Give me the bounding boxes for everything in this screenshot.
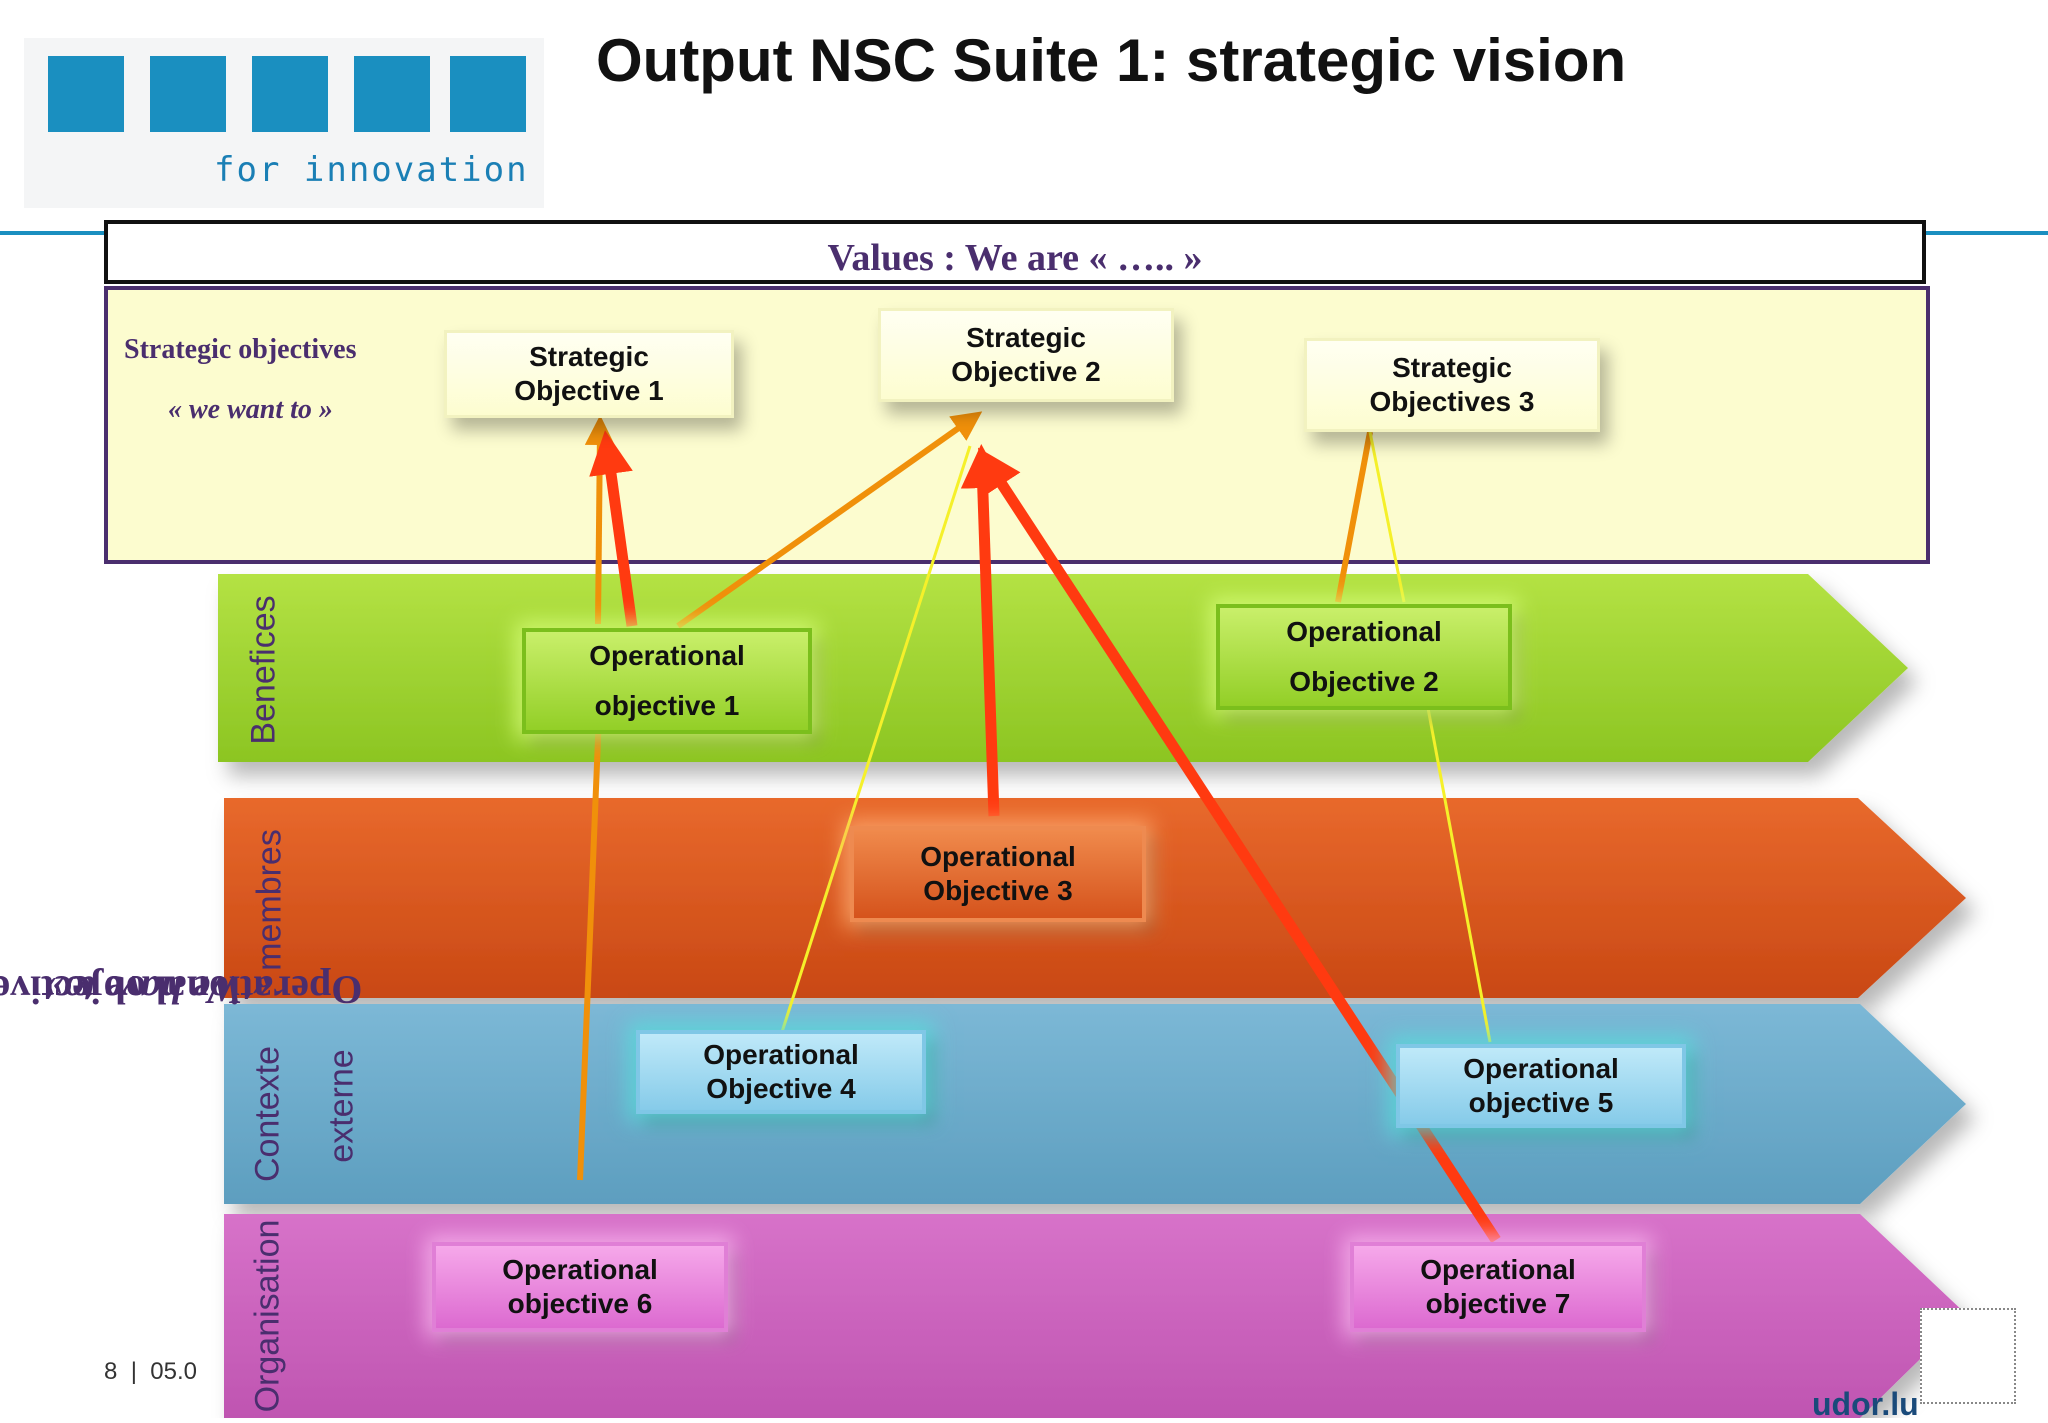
link-oo5-oo2 bbox=[1426, 707, 1492, 1043]
link-oo4-so2 bbox=[780, 445, 972, 1033]
link-oo1-so1-main bbox=[589, 430, 638, 627]
page-number: 8 | 05.0 bbox=[104, 1358, 197, 1385]
logo-tagline: for innovation bbox=[214, 150, 529, 190]
footer-url: udor.lu bbox=[1812, 1386, 1919, 1422]
strategic-objective-1: Strategic Objective 1 bbox=[444, 330, 734, 418]
strategic-sublabel: « we want to » bbox=[168, 394, 333, 425]
logo-square bbox=[252, 56, 328, 132]
divider bbox=[0, 231, 104, 235]
link-oo3-so2 bbox=[960, 444, 1005, 817]
logo-square bbox=[450, 56, 526, 132]
values-box: Values : We are « ….. » bbox=[104, 220, 1926, 284]
divider bbox=[1926, 231, 2048, 235]
link-oo2-so3 bbox=[1368, 431, 1406, 603]
operational-objective-2: Operational Objective 2 bbox=[1216, 604, 1512, 710]
lane-benefices bbox=[218, 574, 1908, 762]
logo: for innovation bbox=[24, 38, 544, 208]
logo-square bbox=[48, 56, 124, 132]
logo-square bbox=[354, 56, 430, 132]
link-oo2-so3 bbox=[1335, 431, 1373, 603]
strategic-objective-2: Strategic Objective 2 bbox=[878, 308, 1174, 402]
footer-graphic bbox=[1920, 1308, 2016, 1404]
link-oo1-so2 bbox=[676, 411, 983, 629]
link-oo1-so1 bbox=[577, 689, 603, 1181]
operational-objective-5: Operational objective 5 bbox=[1396, 1044, 1686, 1128]
operational-objective-1: Operational objective 1 bbox=[522, 628, 812, 734]
strategic-label: Strategic objectives bbox=[124, 334, 357, 365]
lane-contexte bbox=[224, 1004, 1966, 1204]
strategic-objective-3: Strategic Objectives 3 bbox=[1304, 338, 1600, 432]
page-title: Output NSC Suite 1: strategic vision bbox=[596, 27, 1627, 94]
operational-objective-6: Operational objective 6 bbox=[432, 1242, 728, 1332]
operational-objective-3: Operational Objective 3 bbox=[850, 826, 1146, 922]
values-text: Values : We are « ….. » bbox=[827, 237, 1203, 279]
logo-square bbox=[150, 56, 226, 132]
operational-objective-4: Operational Objective 4 bbox=[636, 1030, 926, 1114]
link-oo1-so1 bbox=[584, 415, 615, 625]
operational-objective-7: Operational objective 7 bbox=[1350, 1242, 1646, 1332]
